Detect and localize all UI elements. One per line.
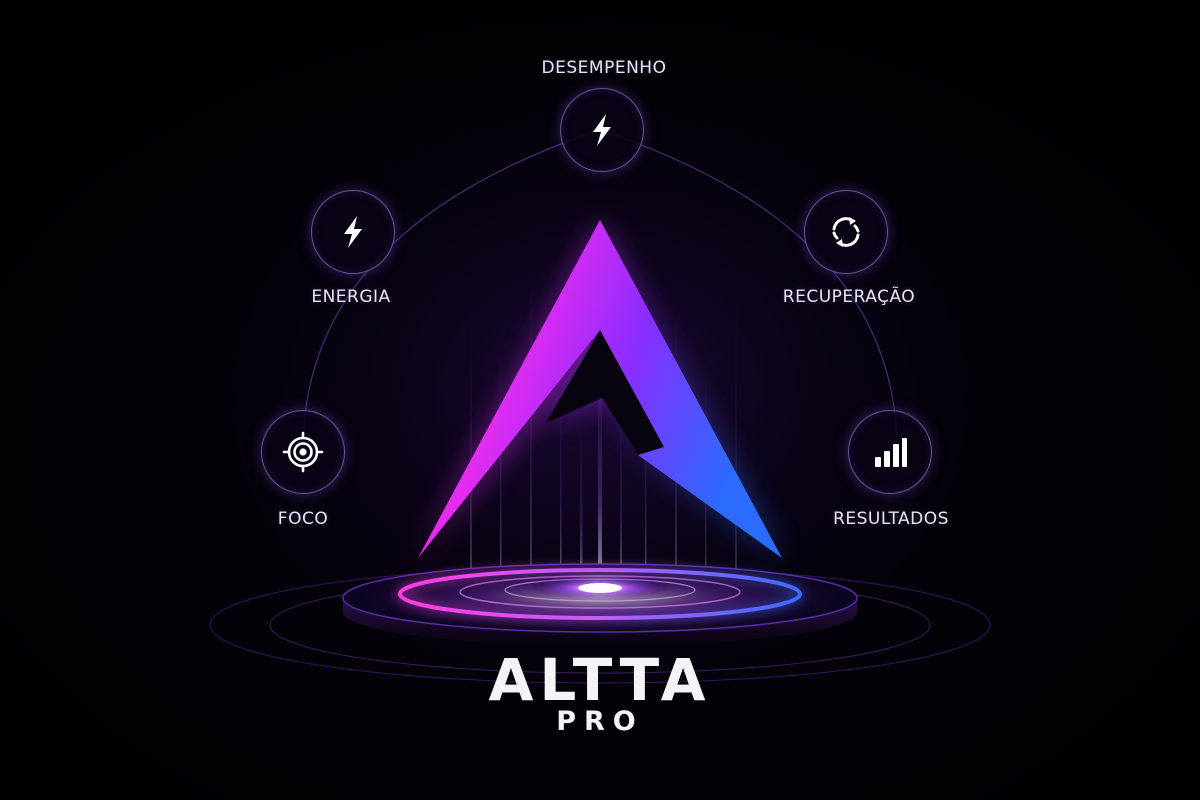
feature-desempenho	[560, 88, 644, 172]
altta-logo-cutout	[545, 330, 664, 455]
feature-foco	[261, 410, 345, 494]
platform-glow-ring	[398, 568, 802, 620]
lightning-bolt-icon	[344, 216, 362, 248]
feature-label-energia: ENERGIA	[311, 287, 391, 307]
feature-label-desempenho: DESEMPENHO	[541, 58, 667, 78]
refresh-cycle-icon	[832, 217, 860, 247]
brand-subtitle: PRO	[556, 706, 644, 737]
feature-label-foco: FOCO	[277, 509, 329, 529]
brand-name: ALTTA	[488, 646, 712, 714]
feature-recuperacao	[804, 190, 888, 274]
feature-label-resultados: RESULTADOS	[833, 509, 949, 529]
bar-chart-icon	[875, 438, 907, 467]
feature-energia	[311, 190, 395, 274]
feature-resultados	[848, 410, 932, 494]
feature-label-recuperacao: RECUPERAÇÃO	[782, 287, 916, 307]
target-icon	[282, 431, 324, 473]
lightning-bolt-icon	[593, 114, 611, 146]
